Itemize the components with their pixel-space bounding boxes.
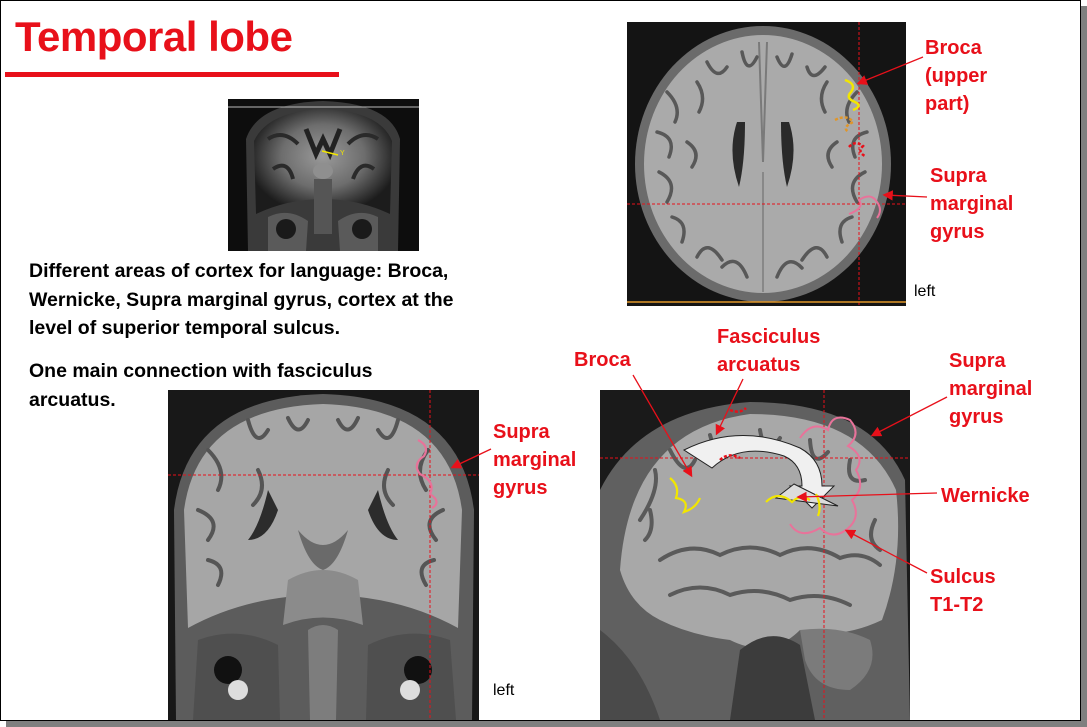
left-side-marker-coronal: left [493,682,515,699]
label-supra-marginal-axial: Supra marginal gyrus [930,162,1013,246]
label-broca-upper-part: Broca (upper part) [925,34,987,118]
label-line: Supra [949,350,1006,372]
body-line: arcuatus. [29,388,116,411]
body-line: Different areas of cortex for language: … [29,260,449,282]
label-supra-marginal-coronal: Supra marginal gyrus [493,418,576,502]
pointer-broca-axial [856,56,924,85]
label-line: Fasciculus [717,326,821,348]
label-broca-sagittal: Broca [574,349,631,371]
pointer-fasciculus [715,378,744,436]
label-line: (upper [925,65,988,87]
label-line: Sulcus [930,566,996,588]
body-paragraph-1: Different areas of cortex for language: … [29,257,453,343]
body-line: level of superior temporal sulcus. [29,317,341,339]
label-line: Broca [925,37,982,59]
label-line: gyrus [493,477,548,499]
label-wernicke: Wernicke [941,485,1030,507]
label-line: gyrus [930,221,985,243]
pointer-sulcus [844,529,928,574]
label-line: part) [925,93,970,115]
pointer-supra-coronal [450,448,492,469]
body-paragraph-2: One main connection with fasciculus arcu… [29,357,372,414]
label-line: marginal [493,449,577,471]
svg-text:Y: Y [340,150,345,157]
pointer-wernicke [796,491,938,502]
label-sulcus-t1-t2: Sulcus T1-T2 [930,563,996,619]
label-line: arcuatus [717,354,801,376]
label-line: Supra [930,165,987,187]
body-line: Wernicke, Supra marginal gyrus, cortex a… [29,288,454,311]
left-side-marker-axial: left [914,283,936,300]
coronal-thumbnail-mri: Y [228,99,419,251]
axial-mri [627,22,906,306]
label-supra-marginal-sagittal: Supra marginal gyrus [949,347,1032,431]
pointer-supra-axial [882,190,928,201]
coronal-mri [168,390,479,720]
label-fasciculus-arcuatus: Fasciculus arcuatus [717,323,820,379]
body-line: One main connection with fasciculus [29,360,373,382]
label-line: gyrus [949,406,1004,428]
pointer-supra-sagittal [870,396,948,437]
label-line: Supra [493,421,550,443]
label-line: marginal [949,378,1033,400]
title-underline [5,72,339,77]
label-line: T1-T2 [930,594,984,616]
pointer-broca-sagittal [632,374,693,478]
label-line: marginal [930,193,1014,215]
slide-title: Temporal lobe [15,13,293,60]
